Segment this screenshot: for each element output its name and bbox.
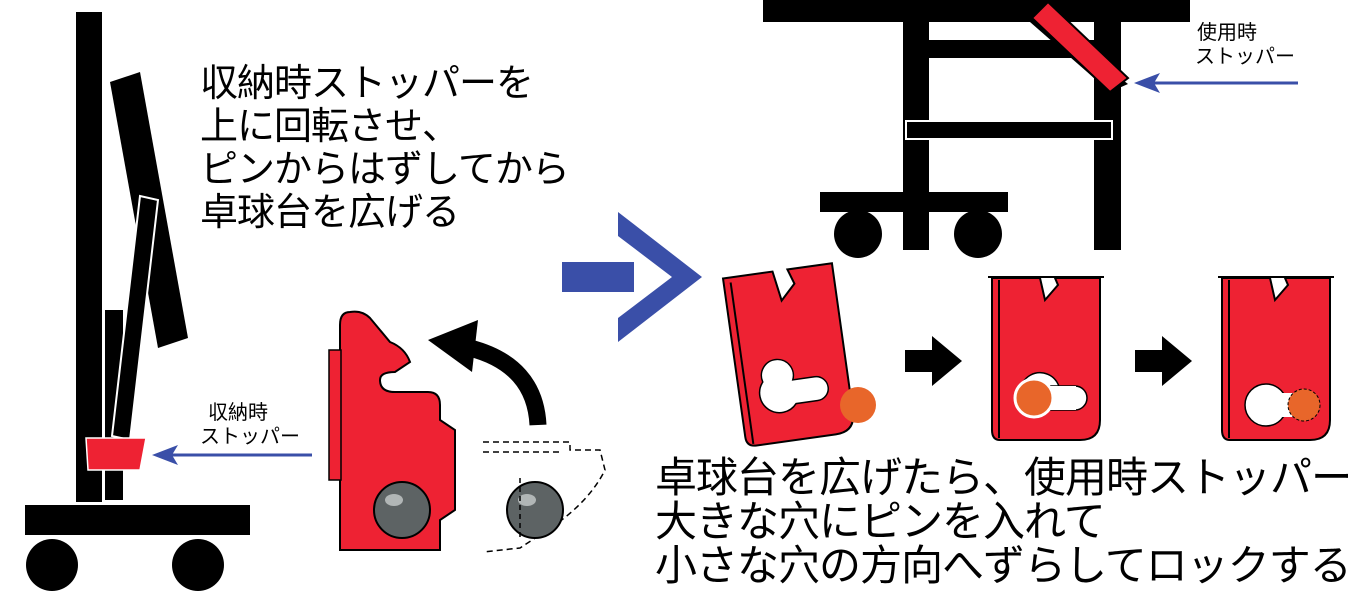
use-stopper-label: 使用時 ストッパー (1195, 20, 1295, 68)
storage-instruction-line: ピンからはずしてから (200, 147, 570, 191)
step-arrow-icon (905, 336, 962, 386)
storage-instruction-text: 収納時ストッパーを 上に回転させ、 ピンからはずしてから 卓球台を広げる (200, 61, 570, 234)
stopper-edge (328, 349, 342, 481)
pin-released (506, 481, 564, 539)
use-stopper (1030, 0, 1130, 94)
big-right-arrow-icon (562, 212, 702, 342)
opened-table (763, 0, 1190, 258)
base-bar (25, 505, 250, 535)
folded-table (25, 12, 250, 591)
use-instruction-line: 小さな穴の方向へずらしてロックする (655, 541, 1348, 590)
stopper-plate (339, 310, 456, 551)
step2-stopper (988, 276, 1104, 441)
caster-wheel-right (172, 539, 224, 591)
stopper-rotation-detail (328, 310, 606, 553)
use-instruction-line: 大きな穴にピンを入れて (655, 497, 1106, 546)
use-stopper-label-line: 使用時 (1197, 20, 1257, 44)
storage-stopper-label-line: ストッパー (200, 424, 300, 448)
tabletop (763, 0, 1190, 22)
foot-bar (820, 192, 1008, 212)
rotate-arrow-icon (467, 339, 547, 426)
caster-wheel-front-right (954, 210, 1002, 258)
storage-stopper (85, 437, 147, 471)
step1-stopper (721, 262, 855, 447)
storage-instruction-line: 収納時ストッパーを (200, 61, 534, 105)
caster-wheel-left (26, 539, 78, 591)
storage-stopper-label-line: 収納時 (208, 400, 268, 424)
storage-stopper-label: 収納時 ストッパー (200, 400, 300, 448)
use-instruction-line: 卓球台を広げたら、使用時ストッパーの (655, 453, 1348, 502)
step-arrow-icon (1135, 336, 1192, 386)
use-stopper-label-line: ストッパー (1195, 44, 1295, 68)
storage-instruction-line: 上に回転させ、 (200, 104, 460, 148)
step3-stopper (1218, 276, 1334, 441)
step1-pin (840, 387, 876, 423)
use-stopper-pointer (1134, 73, 1298, 93)
storage-instruction-line: 卓球台を広げる (200, 190, 460, 234)
caster-wheel-front-left (834, 210, 882, 258)
storage-stopper-pointer (152, 445, 312, 465)
use-instruction-text: 卓球台を広げたら、使用時ストッパーの 大きな穴にピンを入れて 小さな穴の方向へず… (655, 456, 1348, 588)
table-leg-post (76, 12, 102, 502)
cross-bar (905, 120, 1113, 140)
pin-engaged (373, 481, 431, 539)
